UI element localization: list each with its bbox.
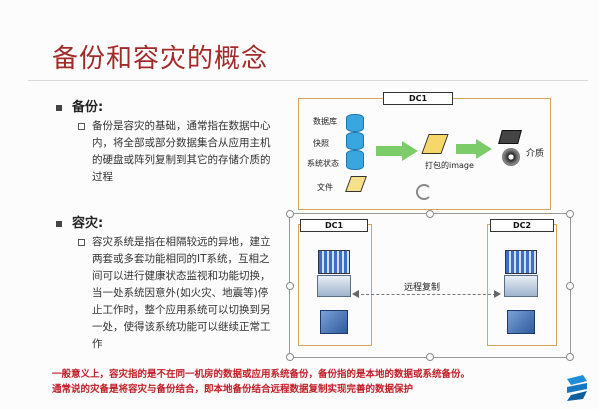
dr-text: 容灾系统是指在相隔较远的异地，建立 两套或多套功能相同的IT系统，互相之 间可以… bbox=[78, 234, 292, 353]
note-line-1: 一般意义上，容灾指的是不在同一机房的数据或应用系统备份，备份指的是本地的数据或系… bbox=[52, 369, 471, 380]
replication-arrow-left-icon bbox=[352, 290, 359, 298]
dr-heading: 容灾: bbox=[56, 212, 103, 231]
media-label: 介质 bbox=[526, 149, 545, 159]
square-bullet-icon bbox=[78, 239, 85, 246]
resize-handle-tl[interactable] bbox=[286, 210, 294, 218]
resize-handle-tr[interactable] bbox=[566, 210, 574, 218]
title-divider bbox=[28, 80, 588, 81]
dc2-tag: DC2 bbox=[490, 219, 554, 232]
resize-handle-tm[interactable] bbox=[426, 210, 434, 218]
label-snapshot: 快照 bbox=[313, 139, 329, 148]
dc1-tag: DC1 bbox=[300, 219, 368, 232]
media-arrow-body bbox=[456, 144, 478, 154]
resize-handle-mr[interactable] bbox=[566, 282, 574, 290]
dc2-storage-icon bbox=[505, 250, 537, 274]
pack-arrow-icon bbox=[402, 141, 418, 161]
backup-heading: 备份: bbox=[56, 96, 103, 115]
label-database: 数据库 bbox=[313, 117, 337, 126]
dc1-storage-icon bbox=[318, 250, 350, 274]
media-arrow-icon bbox=[476, 139, 492, 159]
bullet-icon bbox=[56, 220, 62, 227]
note-line-2: 通常说的灾备是将容灾与备份结合，即本地备份结合远程数据复制实现完善的数据保护 bbox=[52, 384, 414, 395]
bullet-icon bbox=[56, 104, 62, 111]
dc1-top-tag: DC1 bbox=[383, 92, 453, 105]
resize-handle-bm[interactable] bbox=[426, 353, 434, 361]
database-icon bbox=[346, 114, 364, 132]
replication-line bbox=[356, 294, 496, 295]
disc-media-icon bbox=[502, 148, 520, 166]
resize-handle-ml[interactable] bbox=[286, 282, 294, 290]
page-title: 备份和容灾的概念 bbox=[52, 44, 269, 74]
snapshot-icon bbox=[346, 132, 364, 150]
pack-label: 打包的image bbox=[425, 161, 474, 170]
resize-handle-br[interactable] bbox=[566, 353, 574, 361]
label-system-state: 系统状态 bbox=[307, 159, 339, 168]
dc2-host-icon bbox=[507, 310, 535, 334]
backup-text: 备份是容灾的基础，通常指在数据中心 内，将全部或部分数据集合从应用主机 的硬盘或… bbox=[78, 118, 292, 186]
dc1-host-icon bbox=[320, 310, 348, 334]
system-state-icon bbox=[346, 150, 364, 170]
brand-logo-icon bbox=[567, 375, 587, 401]
dc1-server-icon bbox=[317, 275, 351, 297]
replication-label: 远程复制 bbox=[404, 283, 441, 293]
pack-arrow-body bbox=[376, 146, 404, 156]
tape-media-icon bbox=[498, 130, 522, 144]
label-file: 文件 bbox=[317, 183, 333, 192]
rotate-handle-icon[interactable] bbox=[416, 184, 432, 200]
resize-handle-bl[interactable] bbox=[286, 353, 294, 361]
replication-arrow-right-icon bbox=[494, 290, 501, 298]
square-bullet-icon bbox=[78, 123, 85, 130]
dc2-server-icon bbox=[504, 275, 538, 297]
